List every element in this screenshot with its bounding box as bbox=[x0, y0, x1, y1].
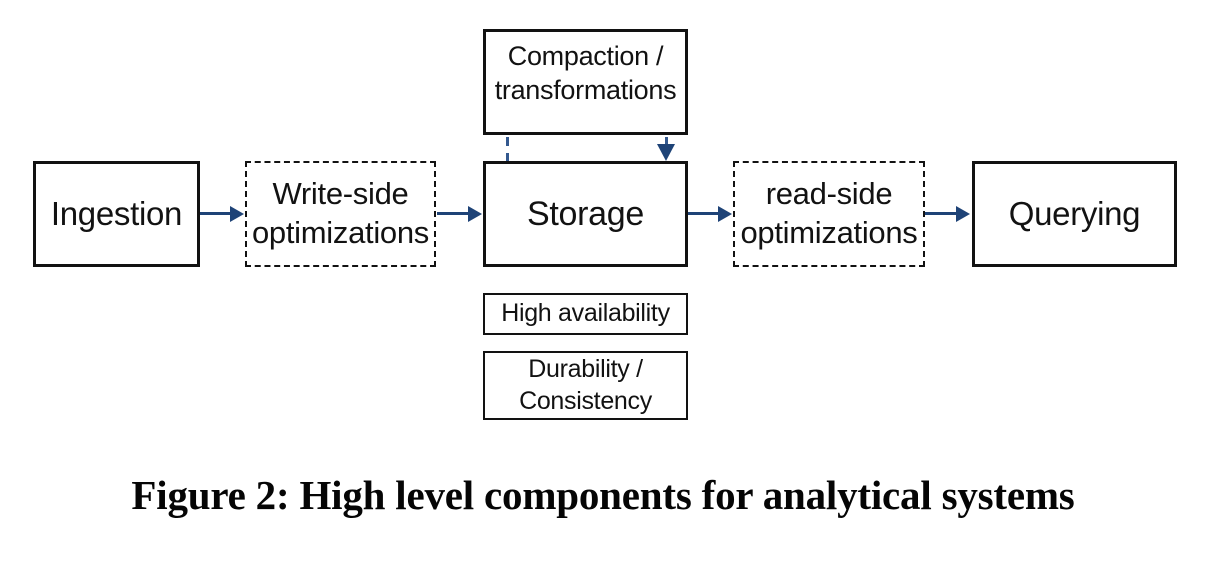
node-storage: Storage bbox=[483, 161, 688, 267]
arrow-storage-to-read-side bbox=[688, 212, 719, 215]
node-label-write-side: Write-side optimizations bbox=[251, 176, 429, 250]
node-high-availability: High availability bbox=[483, 293, 688, 335]
node-durability-consistency: Durability / Consistency bbox=[483, 351, 688, 420]
node-write-side-optimizations: Write-side optimizations bbox=[245, 161, 436, 267]
node-compaction-transformations: Compaction / transformations bbox=[483, 29, 688, 135]
arrowhead-right-icon bbox=[956, 205, 970, 222]
node-label-high-availability: High availability bbox=[501, 299, 670, 328]
node-label-durability: Durability / Consistency bbox=[519, 355, 652, 415]
node-label-storage: Storage bbox=[527, 194, 644, 233]
arrowhead-right-icon bbox=[230, 205, 244, 222]
arrowhead-right-icon bbox=[468, 205, 482, 222]
loop-dashed-vertical-line-up bbox=[506, 121, 509, 171]
node-label-read-side: read-side optimizations bbox=[740, 176, 918, 250]
node-read-side-optimizations: read-side optimizations bbox=[733, 161, 925, 267]
arrow-read-side-to-querying bbox=[925, 212, 957, 215]
loop-arrowhead-down-icon bbox=[657, 144, 675, 161]
node-label-querying: Querying bbox=[1008, 195, 1141, 233]
node-label-ingestion: Ingestion bbox=[50, 195, 183, 233]
arrow-write-side-to-storage bbox=[437, 212, 469, 215]
arrow-ingestion-to-write-side bbox=[200, 212, 231, 215]
node-ingestion: Ingestion bbox=[33, 161, 200, 267]
arrowhead-right-icon bbox=[718, 205, 732, 222]
node-label-compaction: Compaction / transformations bbox=[494, 41, 677, 105]
figure-caption: Figure 2: High level components for anal… bbox=[131, 472, 1075, 518]
node-querying: Querying bbox=[972, 161, 1177, 267]
